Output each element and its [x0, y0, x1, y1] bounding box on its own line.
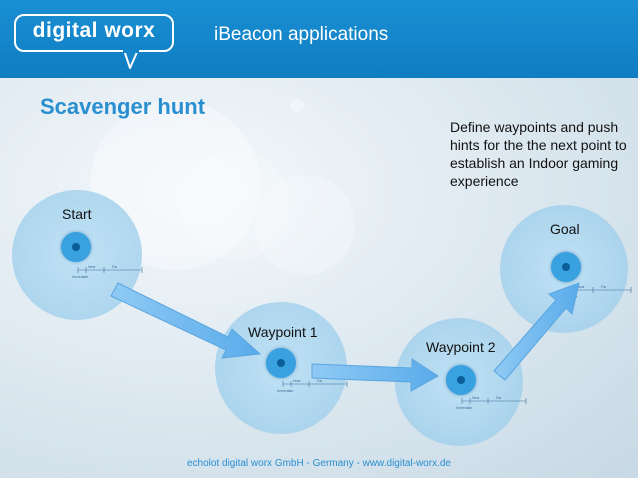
beacon-icon [61, 232, 91, 262]
background-bokeh [290, 98, 304, 112]
waypoint-label-2: Waypoint 2 [426, 339, 496, 355]
beacon-icon [551, 252, 581, 282]
range-far-label: Far [317, 379, 323, 383]
header-bar: digital worx iBeacon applications [0, 0, 638, 78]
background-bokeh [180, 150, 290, 260]
slide-title: Scavenger hunt [40, 94, 206, 119]
range-scale: Near Far Immediate [72, 265, 143, 279]
range-immediate-label: Immediate [72, 275, 88, 279]
range-scale: Near Far Immediate [456, 396, 527, 410]
range-far-label: Far [112, 265, 118, 269]
beacon-icon [266, 348, 296, 378]
range-far-label: Far [496, 396, 502, 400]
description-text: Define waypoints and push hints for the … [450, 119, 627, 189]
beacon-icon [446, 365, 476, 395]
arrow-start-to-waypoint1-icon [110, 282, 262, 359]
range-scale: Near Far Immediate [277, 379, 348, 393]
waypoint-label-start: Start [62, 206, 92, 222]
range-near-label: Near [88, 265, 96, 269]
logo: digital worx [14, 14, 174, 52]
range-immediate-label: Immediate [277, 389, 293, 393]
range-immediate-label: Immediate [456, 406, 472, 410]
waypoint-label-goal: Goal [550, 221, 580, 237]
header-title: iBeacon applications [214, 24, 389, 45]
range-far-label: Far [601, 285, 607, 289]
arrow-waypoint1-to-waypoint2-icon [311, 358, 439, 392]
arrow-waypoint2-to-goal-icon [493, 282, 580, 381]
logo-text: digital worx [32, 19, 156, 42]
range-near-label: Near [472, 396, 480, 400]
footer-text: echolot digital worx GmbH - Germany - ww… [187, 458, 451, 469]
waypoint-label-1: Waypoint 1 [248, 324, 318, 340]
background-bokeh [255, 175, 355, 275]
logo-speech-tail-icon [123, 50, 139, 69]
range-near-label: Near [577, 285, 585, 289]
range-near-label: Near [293, 379, 301, 383]
